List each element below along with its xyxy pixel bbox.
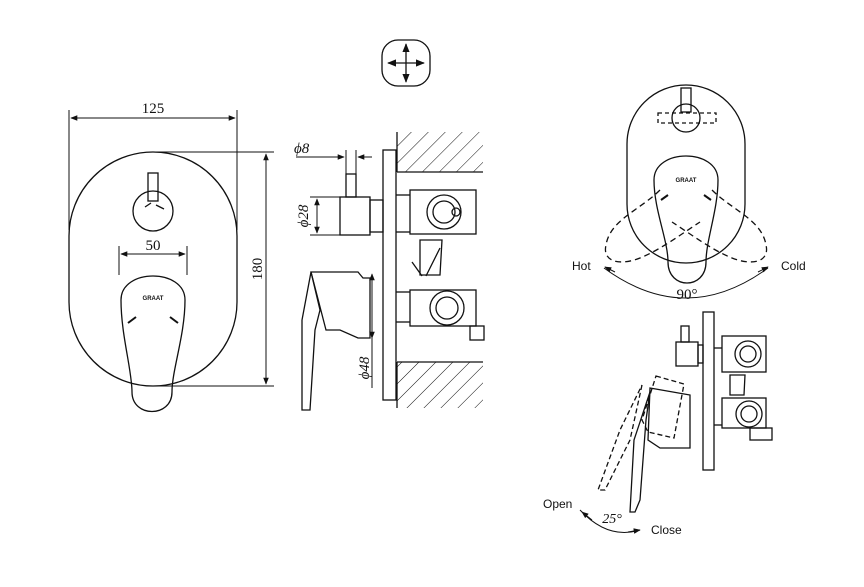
dimension-handle-width: [118, 246, 188, 275]
dimension-height: [155, 151, 274, 387]
close-label: Close: [651, 523, 682, 537]
direction-symbol-icon: [381, 39, 431, 87]
brand-mark-front: GRAAT: [143, 296, 164, 302]
cold-label: Cold: [781, 259, 806, 273]
rotation-angle-label: 90°: [677, 287, 698, 303]
open-label: Open: [543, 497, 572, 511]
dimension-cartridge: [310, 196, 340, 236]
lever-arrows: [581, 511, 641, 534]
dimension-height-label: 180: [250, 258, 266, 281]
side-view: [301, 132, 485, 411]
rotation-view: [603, 84, 769, 299]
lever-view: [579, 311, 773, 533]
lever-angle-label: 25°: [602, 512, 622, 527]
dimension-width: [68, 110, 238, 230]
dimension-cartridge-label: ϕ28: [296, 204, 312, 227]
dimension-stem: [296, 150, 372, 174]
brand-mark-rotation: GRAAT: [676, 178, 697, 184]
front-view: [68, 151, 238, 413]
rotation-arrows: [604, 266, 769, 273]
hot-label: Hot: [572, 259, 591, 273]
dimension-width-label: 125: [142, 101, 165, 117]
dimension-stem-label: ϕ8: [294, 141, 310, 157]
dimension-body-label: ϕ48: [357, 356, 373, 379]
dimension-handle-width-label: 50: [146, 238, 161, 254]
